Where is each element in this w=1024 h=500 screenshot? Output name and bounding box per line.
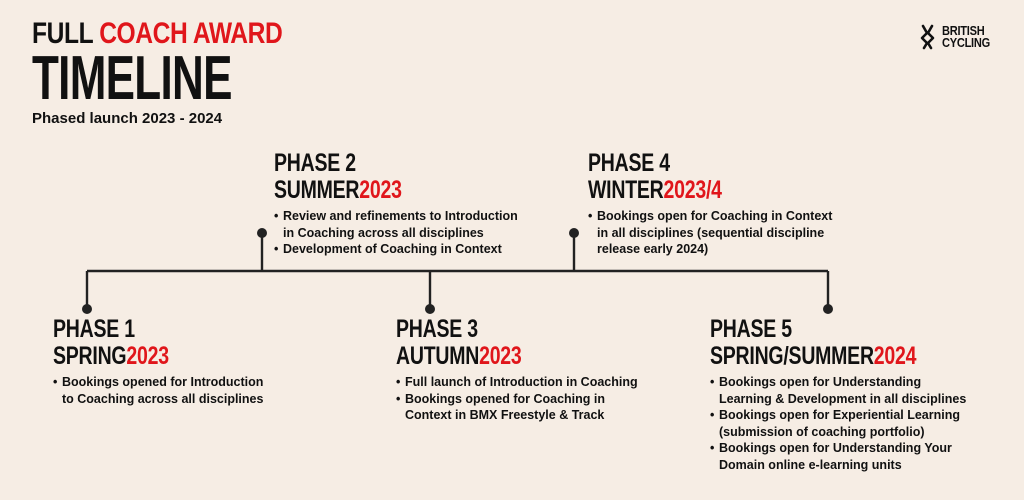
phase-2: PHASE 2 SUMMER2023 Review and refinement… <box>274 150 518 258</box>
title-line1: FULL COACH AWARD <box>32 17 283 50</box>
bullet-item: Bookings open for Understanding Your <box>710 440 974 457</box>
phase-season: SPRING/SUMMER2024 <box>710 343 916 370</box>
phase-1: PHASE 1 SPRING2023 Bookings opened for I… <box>53 316 263 407</box>
season-year: 2023/4 <box>663 176 722 204</box>
bullet-item: Bookings open for Understanding <box>710 374 974 391</box>
logo-line1: BRITISH <box>941 23 985 38</box>
phase-title: PHASE 5 <box>710 315 792 343</box>
bullet-item-continued: to Coaching across all disciplines <box>62 391 264 406</box>
bullet-item-continued: in Coaching across all disciplines <box>283 225 484 240</box>
phase-bullets: Full launch of Introduction in Coaching … <box>396 374 638 424</box>
bullet-item-continued: Domain online e-learning units <box>719 457 902 472</box>
bullet-item: Bookings open for Coaching in Context <box>588 208 832 225</box>
title-coach-award: COACH AWARD <box>99 17 283 50</box>
phase-bullets: Bookings open for Understanding Learning… <box>710 374 974 473</box>
title-timeline: TIMELINE <box>32 44 232 113</box>
title-block: FULL COACH AWARD TIMELINE Phased launch … <box>32 17 337 128</box>
season-name: WINTER <box>588 176 664 204</box>
bullet-item-continued: release early 2024) <box>597 242 709 256</box>
phase-title: PHASE 4 <box>588 149 670 177</box>
phase-4: PHASE 4 WINTER2023/4 Bookings open for C… <box>588 150 832 258</box>
logo-line2: CYCLING <box>941 35 990 50</box>
season-year: 2023 <box>126 342 169 370</box>
bullet-item: Full launch of Introduction in Coaching <box>396 374 638 391</box>
phase-season: SUMMER2023 <box>274 177 464 204</box>
bullet-item: Bookings open for Experiential Learning <box>710 407 974 424</box>
cyclist-icon <box>920 24 934 50</box>
british-cycling-logo: BRITISH CYCLING <box>918 24 998 50</box>
bullet-item: Bookings opened for Introduction <box>53 374 263 391</box>
phase-bullets: Review and refinements to Introduction i… <box>274 208 518 258</box>
phase-title: PHASE 1 <box>53 315 135 343</box>
phase-5: PHASE 5 SPRING/SUMMER2024 Bookings open … <box>710 316 974 473</box>
season-year: 2023 <box>479 342 522 370</box>
phase-3: PHASE 3 AUTUMN2023 Full launch of Introd… <box>396 316 638 424</box>
node-phase-4 <box>569 228 579 238</box>
season-year: 2024 <box>873 342 917 370</box>
bullet-item: Bookings opened for Coaching in <box>396 391 638 408</box>
node-phase-1 <box>82 304 92 314</box>
phase-title: PHASE 3 <box>396 315 478 343</box>
season-name: SPRING <box>53 342 127 370</box>
subtitle: Phased launch 2023 - 2024 <box>32 110 223 127</box>
logo-text: BRITISH CYCLING <box>941 23 990 50</box>
season-year: 2023 <box>359 176 402 204</box>
bullet-item: Development of Coaching in Context <box>274 241 518 258</box>
bullet-item-continued: (submission of coaching portfolio) <box>719 424 925 439</box>
phase-season: AUTUMN2023 <box>396 343 584 370</box>
season-name: SUMMER <box>274 176 360 204</box>
phase-bullets: Bookings open for Coaching in Context in… <box>588 208 832 258</box>
phase-title: PHASE 2 <box>274 149 356 177</box>
node-phase-3 <box>425 304 435 314</box>
node-phase-5 <box>823 304 833 314</box>
bullet-item-continued: Context in BMX Freestyle & Track <box>405 408 605 422</box>
bullet-item-continued: in all disciplines (sequential disciplin… <box>597 225 825 240</box>
phase-season: WINTER2023/4 <box>588 177 779 204</box>
node-phase-2 <box>257 228 267 238</box>
season-name: AUTUMN <box>396 342 480 370</box>
bullet-item: Review and refinements to Introduction <box>274 208 518 225</box>
phase-bullets: Bookings opened for Introduction to Coac… <box>53 374 263 407</box>
bullet-item-continued: Learning & Development in all discipline… <box>719 391 967 406</box>
title-word-full: FULL <box>32 17 93 50</box>
phase-season: SPRING2023 <box>53 343 217 370</box>
season-name: SPRING/SUMMER <box>710 342 874 370</box>
